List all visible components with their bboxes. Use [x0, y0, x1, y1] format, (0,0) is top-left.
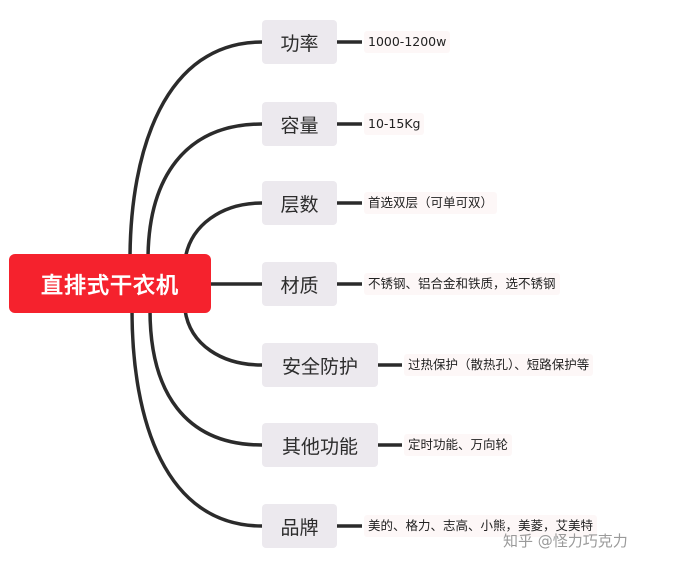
branch-material: 材质 [262, 262, 337, 306]
leaf-layers: 首选双层（可单可双） [364, 192, 498, 214]
branch-other-functions: 其他功能 [262, 423, 378, 467]
branch-brand: 品牌 [262, 504, 337, 548]
connector-power [128, 40, 263, 261]
connector-layers [183, 201, 263, 261]
branch-layers: 层数 [262, 181, 337, 225]
watermark: 知乎 @怪力巧克力 [503, 532, 628, 550]
leaf-power: 1000-1200w [364, 31, 451, 53]
branch-capacity: 容量 [262, 102, 337, 146]
leaf-brand: 美的、格力、志高、小熊，美菱，艾美特 [364, 515, 598, 537]
connector-capacity [146, 122, 263, 261]
leaf-other-functions: 定时功能、万向轮 [404, 434, 513, 456]
branch-power: 功率 [262, 20, 337, 64]
root-node: 直排式干衣机 [9, 254, 211, 313]
connector-other [148, 309, 263, 447]
leaf-capacity: 10-15Kg [364, 113, 425, 135]
leaf-safety: 过热保护（散热孔）、短路保护等 [404, 354, 594, 376]
leaf-material: 不锈钢、铝合金和铁质，选不锈钢 [364, 273, 560, 295]
connector-brand [130, 309, 263, 528]
connector-safety [183, 309, 263, 367]
branch-safety: 安全防护 [262, 343, 378, 387]
